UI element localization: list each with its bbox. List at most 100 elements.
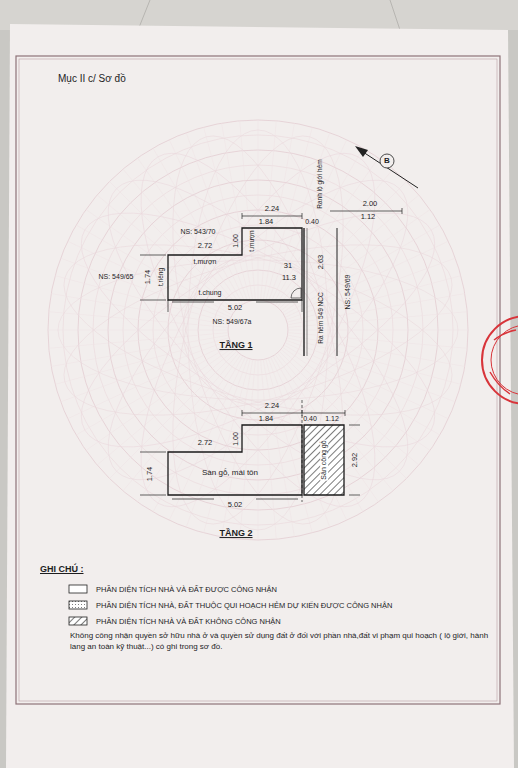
- plan-label: 1.12: [325, 415, 339, 423]
- plan-label: 2.72: [198, 242, 213, 250]
- watermark-ray: [288, 333, 467, 349]
- plan-label: NS: 549/65: [98, 273, 133, 281]
- legend-swatch: [68, 584, 88, 594]
- watermark-ray: [275, 158, 378, 305]
- plan-label: 5.02: [228, 501, 243, 509]
- watermark-ray: [261, 360, 277, 539]
- plan-label: 0.40: [305, 218, 319, 226]
- parcel-number: 31: [284, 262, 292, 270]
- watermark-ray: [186, 133, 248, 302]
- floor-plan-outline: Sàn gỗ, mái tôn: [168, 425, 302, 495]
- watermark-ray: [51, 335, 228, 366]
- plan-label: 2.00: [363, 200, 378, 208]
- frame: [19, 59, 497, 701]
- plan-label: Ra hẻm 549 NCC: [317, 292, 324, 343]
- plan-label: NS: 549/67a: [213, 318, 252, 326]
- watermark-rosette: [47, 119, 470, 542]
- watermark-ray: [86, 210, 233, 313]
- plan-label: 1.84: [259, 415, 274, 423]
- outline: [168, 425, 302, 495]
- north-arrow-head: [355, 146, 368, 157]
- plan-label: 0.40: [303, 415, 317, 423]
- area-label: Sân công gỗ: [320, 439, 328, 480]
- watermark-guilloche: [50, 169, 466, 490]
- watermark-guilloche: [67, 139, 449, 521]
- watermark-ray: [138, 158, 241, 305]
- plan-lines: [140, 400, 360, 502]
- watermark-ray: [288, 294, 465, 325]
- plan-label: t.mượn: [248, 230, 255, 251]
- watermark-ray: [263, 360, 294, 537]
- swatch-dotted: [69, 601, 87, 609]
- paper-sheet: [6, 24, 514, 768]
- watermark-ray: [275, 355, 378, 502]
- watermark-guilloche: [58, 260, 458, 400]
- hatched-area: Sân công gỗ: [304, 425, 344, 495]
- plan-label: 1.74: [146, 467, 154, 482]
- plan-label: 1.00: [232, 234, 240, 248]
- watermark-ray: [268, 358, 330, 527]
- heading: GHI CHÚ :: [40, 565, 84, 575]
- plan-label: 2.63: [317, 255, 325, 270]
- watermark-ray: [61, 340, 230, 402]
- watermark-ray: [138, 355, 241, 502]
- plan-label: NS: 543/70: [180, 228, 215, 236]
- plan-label: 5.02: [228, 304, 243, 312]
- swatch-fill: [69, 585, 87, 593]
- plan-label: 1.84: [259, 218, 274, 226]
- legend-text: PHẦN DIỆN TÍCH NHÀ, ĐẤT THUỘC QUI HOẠCH …: [96, 601, 392, 610]
- door-symbol: [291, 288, 301, 298]
- outline-shape: [168, 228, 302, 300]
- legend-row: PHẦN DIỆN TÍCH NHÀ VÀ ĐẤT KHÔNG CÔNG NHẬ…: [68, 615, 281, 627]
- watermark-ray: [268, 133, 330, 302]
- floor-plan-outline: 31 11.3: [168, 228, 302, 300]
- legend-text: PHẦN DIỆN TÍCH NHÀ VÀ ĐẤT KHÔNG CÔNG NHẬ…: [96, 617, 281, 626]
- watermark-ray: [49, 312, 228, 328]
- legend-swatch: [68, 600, 88, 610]
- tile-joint: [390, 0, 400, 30]
- north-letter: B: [384, 157, 390, 166]
- watermark-ring: [228, 300, 288, 360]
- outline-shape: [304, 425, 344, 495]
- watermark-ray: [186, 358, 248, 527]
- parcel-number: 11.3: [282, 274, 296, 282]
- plan-label: 2.72: [198, 439, 213, 447]
- watermark-guilloche: [139, 119, 378, 542]
- watermark-guilloche: [139, 119, 378, 542]
- plan-lines: [140, 208, 402, 356]
- plan-label: Ranh lộ giới hẻm: [316, 159, 323, 208]
- outline: [168, 228, 302, 300]
- plan-label: 1.74: [144, 270, 152, 285]
- watermark-ray: [286, 340, 455, 402]
- plan-label: 2.24: [265, 402, 280, 410]
- watermark-guilloche: [67, 139, 449, 521]
- floor-label: Sàn gỗ, mái tôn: [202, 469, 258, 478]
- plan-label: 1.12: [361, 213, 376, 221]
- watermark-guilloche: [50, 169, 466, 490]
- north-arrow: [360, 150, 418, 188]
- watermark-guilloche: [47, 211, 470, 450]
- heading: TẦNG 2: [219, 529, 252, 539]
- plan-label: 2.92: [351, 453, 359, 468]
- plan-label: 2.24: [265, 205, 280, 213]
- watermark-ray: [49, 333, 228, 349]
- plan-label: 1.00: [232, 432, 240, 446]
- watermark-guilloche: [47, 211, 470, 450]
- plan-label: t.mượn: [194, 258, 217, 266]
- plan-label: t.chung: [199, 289, 222, 297]
- plan-label: t.riêng: [157, 268, 164, 286]
- watermark-ray: [286, 258, 455, 320]
- watermark-ray: [61, 258, 230, 320]
- plan-label: NS: 549/69: [344, 274, 352, 309]
- watermark-ray: [222, 123, 253, 300]
- legend-row: PHẦN DIỆN TÍCH NHÀ VÀ ĐẤT ĐƯỢC CÔNG NHẬN: [68, 583, 277, 595]
- note-text: Không công nhận quyền sở hữu nhà ở và qu…: [70, 631, 494, 653]
- plan-label: Mục II c/ Sơ đồ: [58, 73, 126, 84]
- legend-swatch: [68, 616, 88, 626]
- swatch-hatched: [69, 617, 87, 625]
- watermark-ring: [48, 120, 468, 540]
- north-circle: [380, 154, 394, 168]
- legend-text: PHẦN DIỆN TÍCH NHÀ VÀ ĐẤT ĐƯỢC CÔNG NHẬN: [96, 585, 277, 594]
